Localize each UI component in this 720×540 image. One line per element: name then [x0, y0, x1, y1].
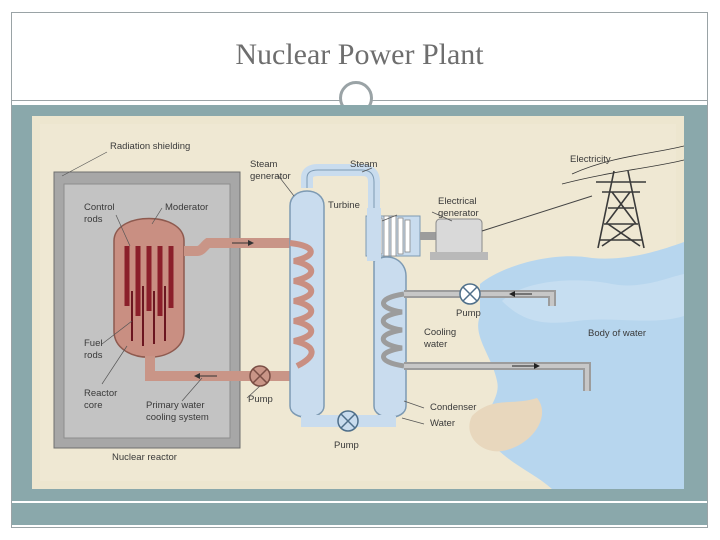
cooling-pump-icon — [459, 283, 481, 305]
label-body-of-water: Body of water — [588, 328, 646, 339]
electrical-generator — [430, 218, 488, 260]
label-pump-bottom: Pump — [334, 440, 359, 451]
label-primary-cooling: Primary water — [146, 400, 205, 411]
primary-pump-icon — [249, 365, 271, 387]
fuel-rods — [131, 286, 166, 346]
label-primary-cooling-2: cooling system — [146, 412, 209, 423]
label-electricity: Electricity — [570, 154, 611, 165]
label-electrical-generator: Electrical — [438, 196, 477, 207]
label-control-rods-2: rods — [84, 214, 103, 225]
label-pump-primary: Pump — [248, 394, 273, 405]
label-cooling-water: Cooling — [424, 327, 456, 338]
label-steam-generator-2: generator — [250, 171, 291, 182]
label-fuel-rods: Fuel — [84, 338, 102, 349]
condenser-coil — [380, 291, 405, 369]
condenser-vessel — [373, 256, 407, 418]
slide-title: Nuclear Power Plant — [235, 38, 484, 71]
label-fuel-rods-2: rods — [84, 350, 103, 361]
label-steam: Steam — [350, 159, 378, 170]
transmission-tower-icon — [596, 170, 646, 249]
label-condenser: Condenser — [430, 402, 476, 413]
label-reactor-core-2: core — [84, 400, 102, 411]
footer-band — [12, 503, 707, 525]
feedwater-pump-icon — [337, 410, 359, 432]
label-moderator: Moderator — [165, 202, 208, 213]
label-pump-right: Pump — [456, 308, 481, 319]
label-cooling-water-2: water — [423, 339, 447, 350]
label-turbine: Turbine — [328, 200, 360, 211]
label-radiation-shielding: Radiation shielding — [110, 141, 190, 152]
steam-generator-coil — [289, 240, 315, 369]
label-steam-generator: Steam — [250, 159, 278, 170]
label-reactor-core: Reactor — [84, 388, 117, 399]
nuclear-plant-diagram: Radiation shielding Control rods Moderat… — [32, 116, 684, 489]
control-rods — [124, 246, 174, 316]
label-control-rods: Control — [84, 202, 115, 213]
hot-primary-pipe — [184, 238, 290, 256]
label-water: Water — [430, 418, 455, 429]
label-electrical-generator-2: generator — [438, 208, 479, 219]
label-nuclear-reactor: Nuclear reactor — [112, 452, 177, 463]
